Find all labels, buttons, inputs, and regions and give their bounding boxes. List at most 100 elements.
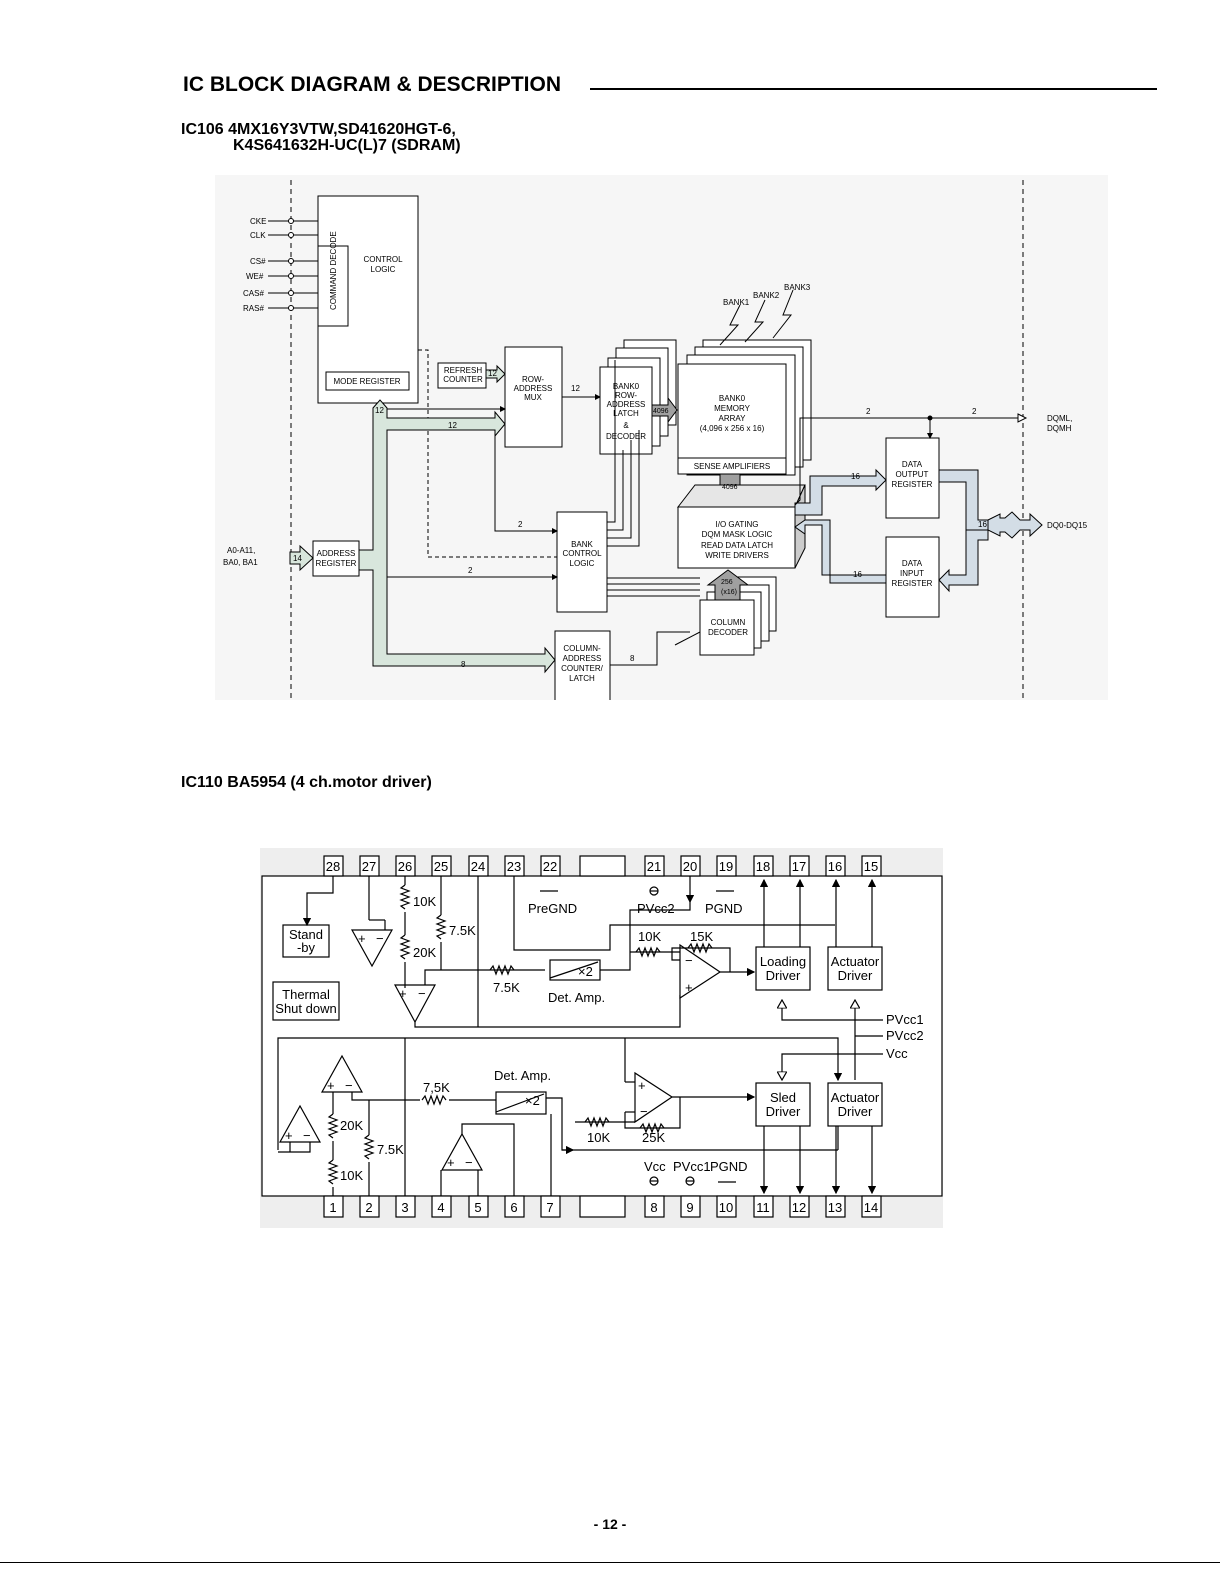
bank1-label: BANK1 (723, 298, 750, 307)
data-output-label-3: REGISTER (892, 480, 933, 489)
bank-control-label-3: LOGIC (570, 559, 595, 568)
actuator-driver-bottom-block (827, 1082, 883, 1127)
pin-26: 26 (398, 859, 412, 874)
refresh-counter-label-2: COUNTER (443, 375, 483, 384)
row-mux-label-3: MUX (524, 393, 542, 402)
column-counter-label-2: ADDRESS (563, 654, 602, 663)
actuator-driver-top-label-2: Driver (838, 968, 873, 983)
data-output-register-block (885, 437, 940, 519)
mode-register-label: MODE REGISTER (333, 377, 400, 386)
loading-driver-block (755, 946, 811, 991)
actuator-driver-top-block (827, 946, 883, 991)
memory-array-label-1: BANK0 (719, 394, 746, 403)
pin-19: 19 (719, 859, 733, 874)
address-register-block (312, 540, 360, 577)
svg-text:−: − (345, 1078, 353, 1093)
pin-16: 16 (828, 859, 842, 874)
input-label-cas: CAS# (243, 289, 264, 298)
control-logic-label-2: LOGIC (371, 265, 396, 274)
address-input-arrow (289, 544, 314, 572)
dq-label: DQ0-DQ15 (1047, 521, 1088, 530)
r10k-lower: 10K (587, 1130, 610, 1145)
input-label-clk: CLK (250, 231, 266, 240)
svg-text:+: + (638, 1078, 646, 1093)
column-address-counter-block (554, 630, 611, 700)
bus-label-16-in: 16 (853, 570, 862, 579)
row-latch-label-4: LATCH (613, 409, 639, 418)
row-latch-label-6: DECODER (606, 432, 646, 441)
pin-25: 25 (434, 859, 448, 874)
sense-amplifiers-label: SENSE AMPLIFIERS (694, 462, 770, 471)
sled-driver-label-2: Driver (766, 1104, 801, 1119)
input-data-bus (938, 529, 989, 593)
mode-register-block (325, 371, 410, 391)
opamp-left-upper (320, 1054, 364, 1093)
pin-7: 7 (546, 1200, 553, 1215)
row-latch-label-1: BANK0 (613, 382, 640, 391)
column-decoder-block (699, 599, 755, 656)
pgnd-bottom-label: PGND (710, 1159, 748, 1174)
pin-14: 14 (864, 1200, 878, 1215)
pvcc2-right-label: PVcc2 (886, 1028, 924, 1043)
opamp-27 (350, 929, 394, 968)
io-gating-label-4: WRITE DRIVERS (705, 551, 769, 560)
data-output-label-1: DATA (902, 460, 923, 469)
address-bus (358, 399, 556, 674)
page-number: - 12 - (593, 1516, 627, 1532)
det-amp-lower-label: Det. Amp. (494, 1068, 551, 1083)
svg-text:−: − (376, 931, 384, 946)
svg-text:+: + (399, 986, 407, 1001)
opamp-26-25 (393, 984, 437, 1024)
motor-driver-diagram: +− +− +− +− +− −+ +− 28 27 26 25 24 23 2… (261, 855, 943, 1218)
pin-13: 13 (828, 1200, 842, 1215)
row-mux-label-2: ADDRESS (514, 384, 553, 393)
pin-12: 12 (792, 1200, 806, 1215)
dq-port-arrows (987, 511, 1043, 539)
pin-5: 5 (474, 1200, 481, 1215)
pin-3: 3 (401, 1200, 408, 1215)
opamp-loading (679, 943, 722, 1000)
input-label-ras: RAS# (243, 304, 264, 313)
input-label-cke: CKE (250, 217, 266, 226)
r10k-top: 10K (638, 929, 661, 944)
r75k-pin2: 7.5K (377, 1142, 404, 1157)
title-rule (590, 88, 1157, 90)
ic106-title-line1: IC106 4MX16Y3VTW,SD41620HGT-6, (181, 121, 456, 138)
pin-27: 27 (362, 859, 376, 874)
pin-10: 10 (719, 1200, 733, 1215)
output-data-bus (794, 468, 887, 516)
pin-9: 9 (686, 1200, 693, 1215)
vcc-bottom-label: Vcc (644, 1159, 666, 1174)
bank3-line (772, 289, 794, 339)
column-counter-label-1: COLUMN- (563, 644, 601, 653)
r75k-25: 7.5K (449, 923, 476, 938)
memory-array-label-2: MEMORY (714, 404, 751, 413)
actuator-driver-bottom-label-2: Driver (838, 1104, 873, 1119)
data-input-label-2: INPUT (900, 569, 924, 578)
row-latch-label-5: & (623, 421, 629, 430)
standby-block (282, 924, 330, 958)
bus-label-4096-row: 4096 (653, 408, 669, 415)
r20k-26: 20K (413, 945, 436, 960)
bank2-label: BANK2 (753, 291, 780, 300)
r15k-top: 15K (690, 929, 713, 944)
row-address-latch-block (599, 366, 653, 455)
r10k-pin1: 10K (340, 1168, 363, 1183)
x2-upper-label: ×2 (578, 964, 593, 979)
svg-text:+: + (685, 980, 693, 995)
svg-text:−: − (418, 986, 426, 1001)
pin-2: 2 (365, 1200, 372, 1215)
bus-label-2-dqm-b: 2 (972, 407, 977, 416)
io-gating-label-1: I/O GATING (716, 520, 759, 529)
svg-text:−: − (640, 1104, 648, 1119)
io-gating-label-2: DQM MASK LOGIC (702, 530, 773, 539)
bus-label-8-dec: 8 (630, 654, 635, 663)
row-mux-label-1: ROW- (522, 375, 544, 384)
bus-label-2-addr: 2 (468, 566, 473, 575)
data-input-label-3: REGISTER (892, 579, 933, 588)
r20k-lower: 20K (340, 1118, 363, 1133)
pin-4: 4 (437, 1200, 444, 1215)
bus-label-2-dqm-a: 2 (866, 407, 871, 416)
row-latch-label-3: ADDRESS (607, 400, 646, 409)
memory-array-label-3: ARRAY (719, 414, 747, 423)
